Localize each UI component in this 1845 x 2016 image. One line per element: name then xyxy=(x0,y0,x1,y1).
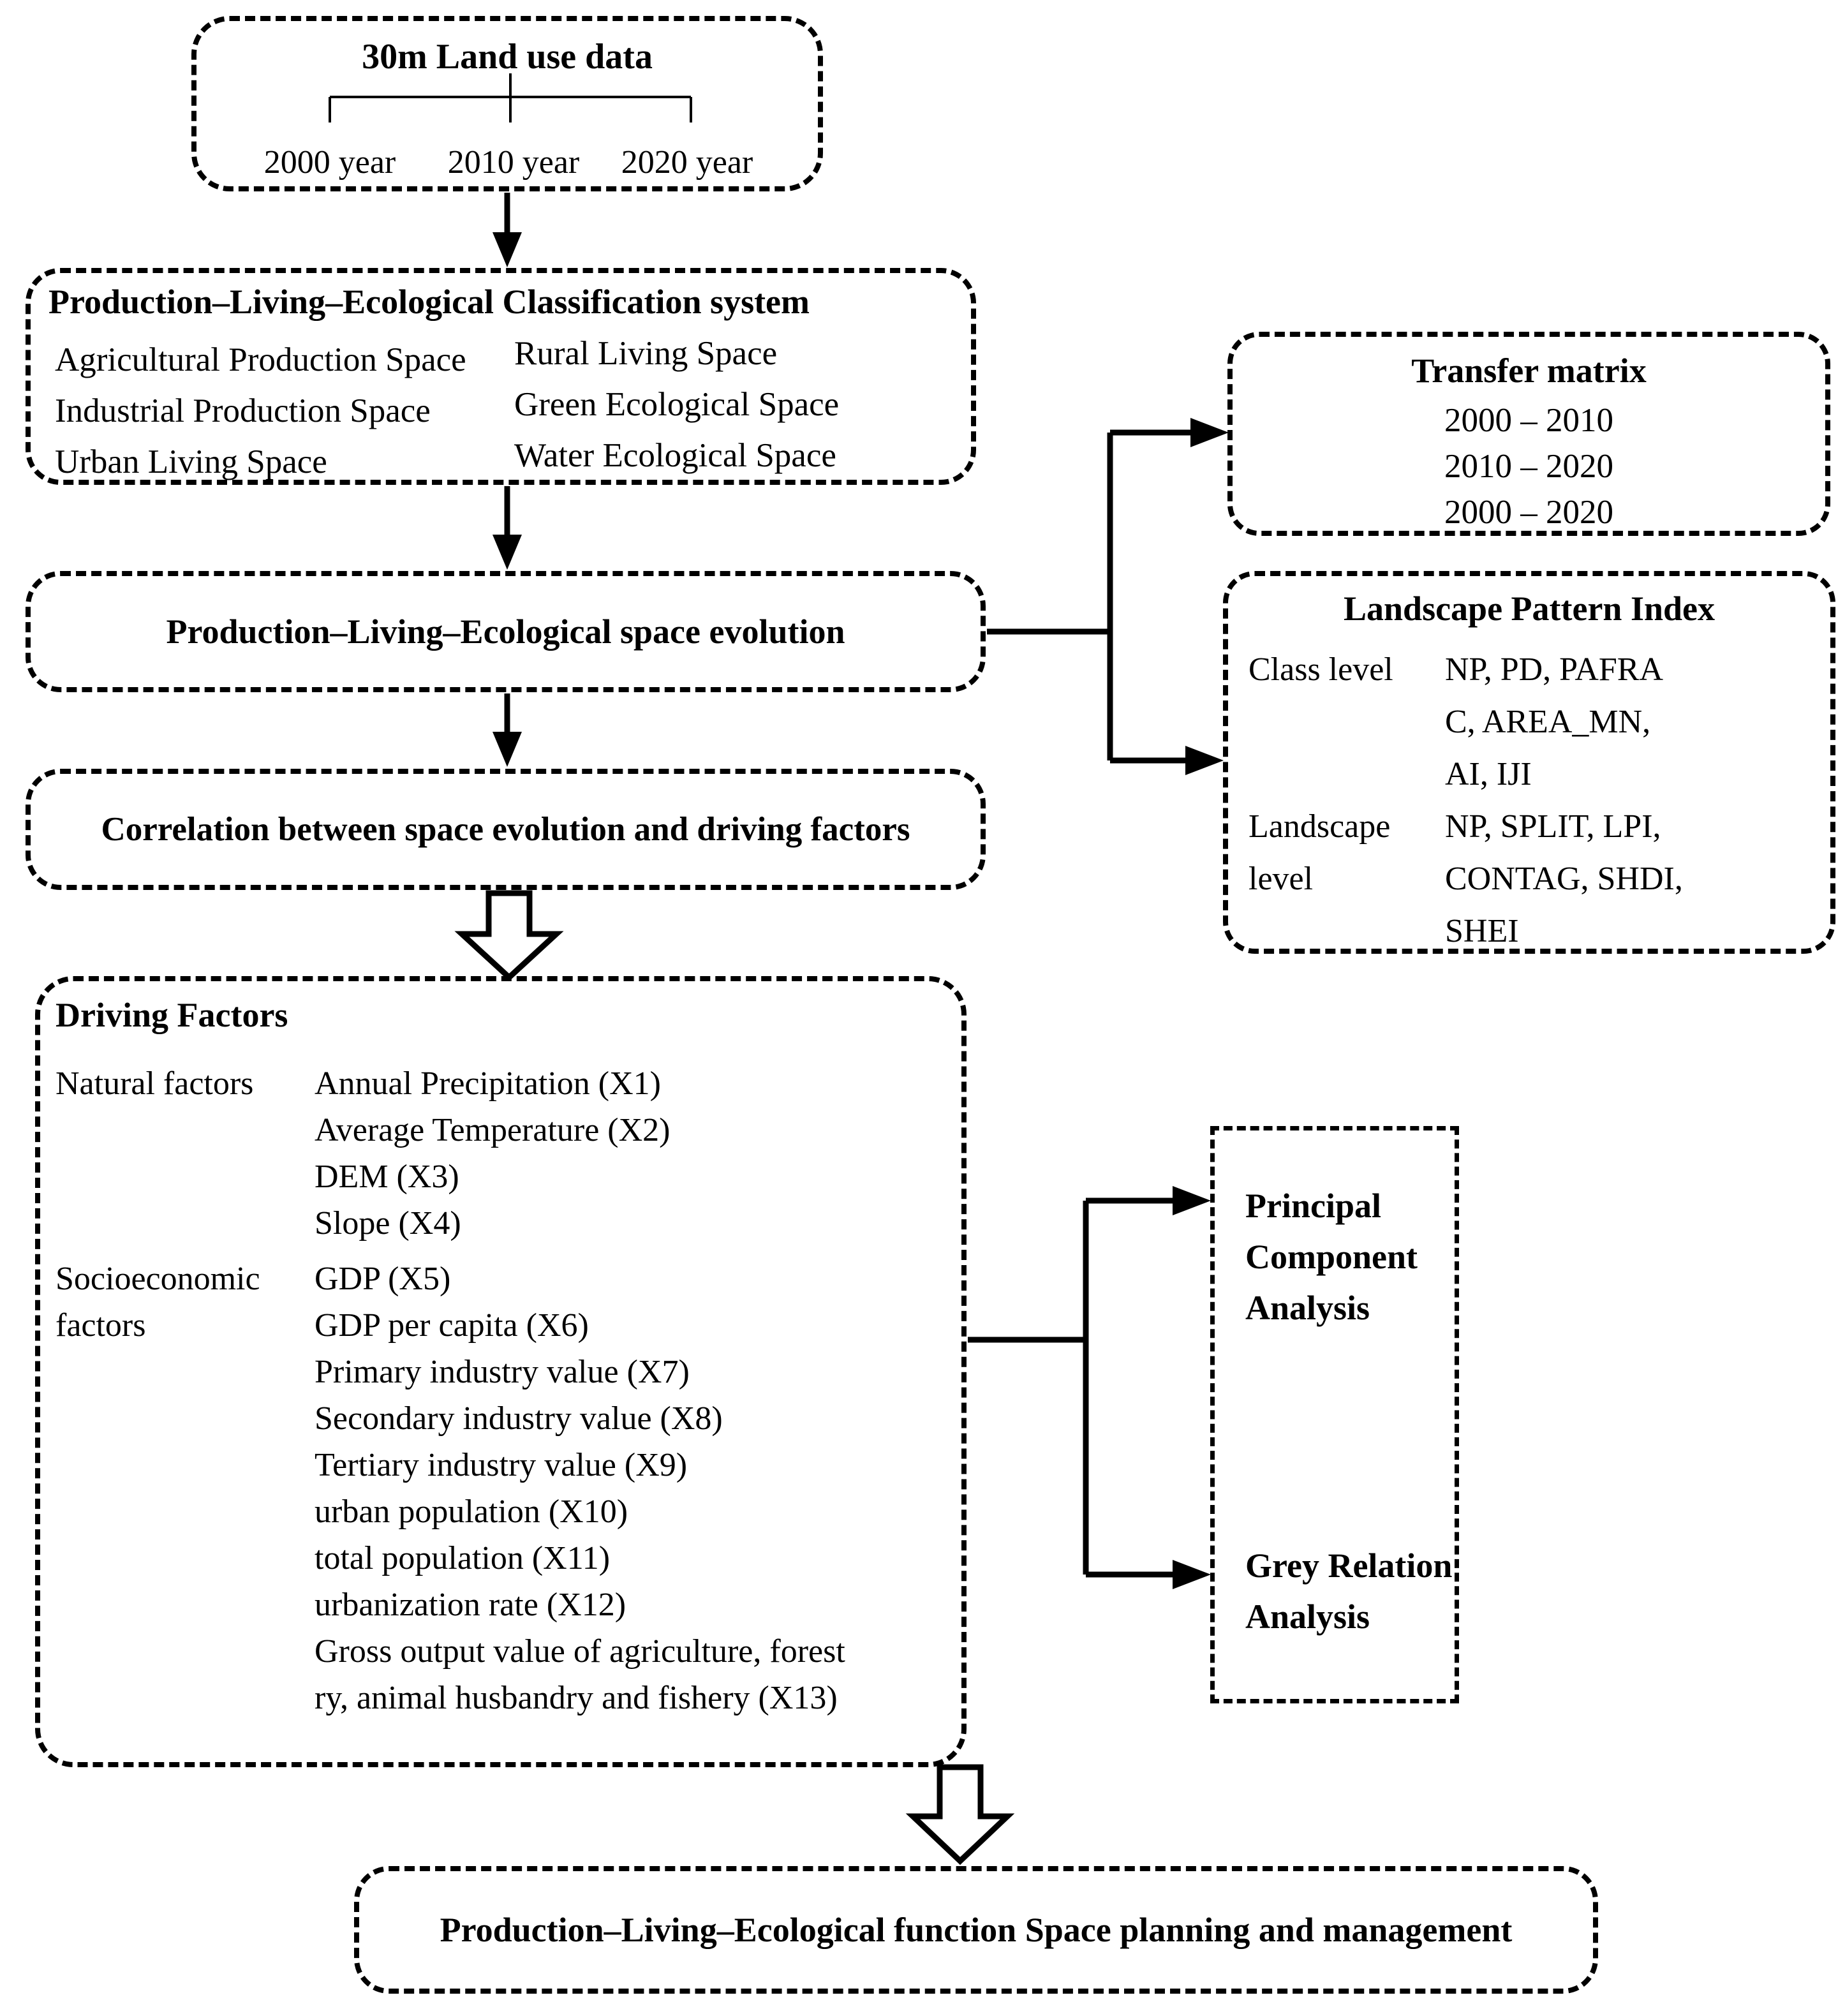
index-line: CONTAG, SHDI, xyxy=(1445,861,1683,897)
landscape-level-indices: NP, SPLIT, LPI, CONTAG, SHDI, SHEI xyxy=(1445,801,1683,958)
transfer-matrix-box: Transfer matrix 2000 – 2010 2010 – 2020 … xyxy=(1227,332,1830,536)
transfer-period: 2000 – 2020 xyxy=(1444,494,1613,531)
classification-item: Green Ecological Space xyxy=(514,386,840,423)
index-line: SHEI xyxy=(1445,913,1519,949)
label-line: level xyxy=(1249,861,1314,897)
index-line: C, AREA_MN, xyxy=(1445,704,1651,740)
factor-item: DEM (X3) xyxy=(315,1159,459,1195)
hollow-arrow-down xyxy=(454,890,564,982)
classification-item: Water Ecological Space xyxy=(514,437,836,474)
year-label-2000: 2000 year xyxy=(263,144,396,181)
factor-item: Tertiary industry value (X9) xyxy=(315,1447,688,1483)
socioeconomic-factors-items: GDP (X5) GDP per capita (X6) Primary ind… xyxy=(315,1256,845,1721)
factor-item: urban population (X10) xyxy=(315,1493,628,1530)
factor-item: Secondary industry value (X8) xyxy=(315,1400,723,1437)
planning-management-box: Production–Living–Ecological function Sp… xyxy=(354,1866,1598,1994)
grey-relation-analysis-label: Grey Relation Analysis xyxy=(1245,1546,1453,1636)
arrowhead-down xyxy=(493,535,522,570)
label-line: Socioeconomic xyxy=(56,1261,260,1297)
year-label-2010: 2010 year xyxy=(447,144,580,181)
arrowhead-right xyxy=(1190,418,1229,447)
landscape-pattern-index-title: Landscape Pattern Index xyxy=(1343,589,1715,628)
classification-left-column: Agricultural Production Space Industrial… xyxy=(55,334,466,487)
correlation-title: Correlation between space evolution and … xyxy=(101,811,910,848)
factor-item: Annual Precipitation (X1) xyxy=(315,1065,661,1102)
class-level-label: Class level xyxy=(1249,651,1393,688)
arrowhead-right xyxy=(1173,1560,1211,1589)
transfer-matrix-periods: 2000 – 2010 2010 – 2020 2000 – 2020 xyxy=(1233,397,1825,535)
index-line: AI, IJI xyxy=(1445,756,1532,792)
driving-factors-box: Driving Factors Natural factors Annual P… xyxy=(35,976,967,1767)
factor-item: ry, animal husbandry and fishery (X13) xyxy=(315,1680,838,1716)
analysis-methods-box: Principal Component Analysis Grey Relati… xyxy=(1210,1126,1459,1703)
factor-item: total population (X11) xyxy=(315,1540,611,1576)
land-use-title: 30m Land use data xyxy=(362,37,653,77)
classification-right-column: Rural Living Space Green Ecological Spac… xyxy=(514,328,839,481)
transfer-period: 2010 – 2020 xyxy=(1444,448,1613,485)
hollow-arrow-down xyxy=(905,1764,1015,1865)
space-evolution-box: Production–Living–Ecological space evolu… xyxy=(26,571,986,692)
classification-item: Rural Living Space xyxy=(514,335,778,372)
transfer-matrix-title: Transfer matrix xyxy=(1411,352,1647,390)
principal-component-analysis-label: Principal Component Analysis xyxy=(1245,1187,1418,1327)
factor-item: urbanization rate (X12) xyxy=(315,1587,626,1623)
classification-title: Production–Living–Ecological Classificat… xyxy=(48,283,810,321)
transfer-period: 2000 – 2010 xyxy=(1444,402,1613,439)
classification-item: Industrial Production Space xyxy=(55,392,431,429)
index-line: NP, SPLIT, LPI, xyxy=(1445,808,1661,845)
classification-item: Urban Living Space xyxy=(55,443,327,480)
label-line: factors xyxy=(56,1307,146,1344)
land-use-data-box: 30m Land use data 2000 year 2010 year 20… xyxy=(191,16,823,191)
arrowhead-down xyxy=(493,232,522,267)
factor-item: Slope (X4) xyxy=(315,1205,461,1241)
factor-item: Gross output value of agriculture, fores… xyxy=(315,1633,845,1670)
space-evolution-title: Production–Living–Ecological space evolu… xyxy=(166,612,845,651)
landscape-pattern-index-box: Landscape Pattern Index Class level NP, … xyxy=(1223,571,1835,954)
arrowhead-right xyxy=(1185,746,1224,775)
arrowhead-right xyxy=(1173,1186,1211,1215)
correlation-box: Correlation between space evolution and … xyxy=(26,769,986,890)
planning-management-title: Production–Living–Ecological function Sp… xyxy=(440,1911,1513,1949)
factor-item: GDP (X5) xyxy=(315,1261,451,1297)
arrowhead-down xyxy=(493,732,522,767)
natural-factors-items: Annual Precipitation (X1) Average Temper… xyxy=(315,1060,670,1247)
classification-box: Production–Living–Ecological Classificat… xyxy=(26,268,976,485)
year-label-2020: 2020 year xyxy=(621,144,753,181)
factor-item: GDP per capita (X6) xyxy=(315,1307,589,1344)
factor-item: Average Temperature (X2) xyxy=(315,1112,671,1148)
label-line: Landscape xyxy=(1249,808,1391,845)
factor-item: Primary industry value (X7) xyxy=(315,1354,690,1390)
class-level-indices: NP, PD, PAFRA C, AREA_MN, AI, IJI xyxy=(1445,644,1663,801)
socioeconomic-factors-label: Socioeconomic factors xyxy=(56,1256,260,1349)
driving-factors-title: Driving Factors xyxy=(56,996,288,1034)
natural-factors-label: Natural factors xyxy=(56,1065,254,1102)
landscape-level-label: Landscape level xyxy=(1249,801,1390,905)
classification-item: Agricultural Production Space xyxy=(55,341,466,378)
index-line: NP, PD, PAFRA xyxy=(1445,651,1664,688)
